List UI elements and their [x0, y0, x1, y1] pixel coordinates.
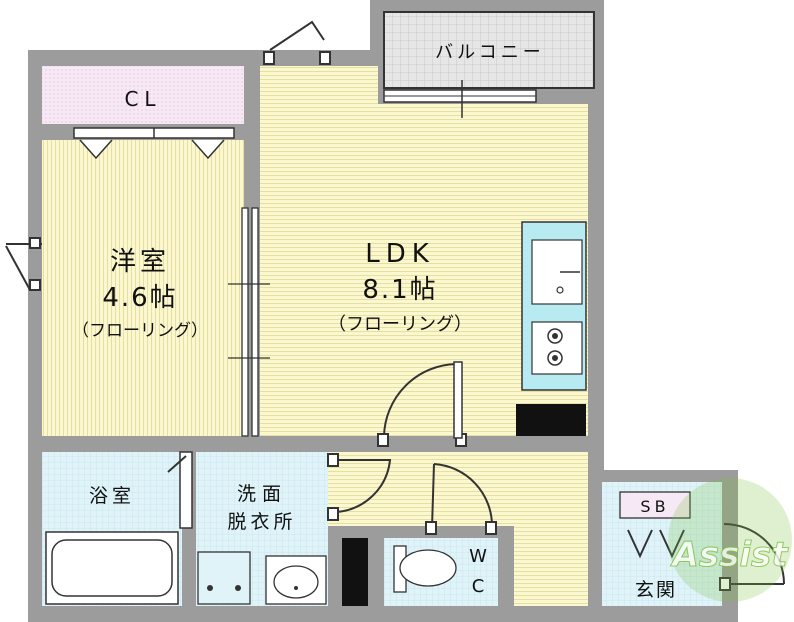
- washroom-door: [327, 453, 392, 521]
- shoebox-label: SB: [640, 497, 669, 516]
- balcony: [383, 11, 595, 89]
- watermark-text: Assist: [670, 535, 790, 575]
- entrance-step: [627, 529, 685, 559]
- wc-door: [425, 463, 497, 535]
- western-window: [5, 237, 42, 291]
- sliding-door: [228, 207, 270, 437]
- ldk-name: LDK: [365, 239, 435, 269]
- bathtub-icon: [45, 531, 179, 605]
- western-room: [42, 140, 244, 436]
- closet-label: CL: [124, 87, 161, 111]
- balcony-window: [383, 80, 537, 118]
- bath-label: 浴室: [89, 485, 135, 507]
- bath-door: [167, 451, 193, 529]
- western-room-size: 4.6帖: [102, 283, 177, 313]
- entrance-label: 玄関: [635, 579, 677, 601]
- corridor: [328, 452, 588, 606]
- kitchen-counter: [521, 221, 587, 391]
- washroom-label-2: 脱衣所: [227, 511, 296, 533]
- ldk-floor: （フローリング）: [328, 314, 472, 335]
- western-room-name: 洋室: [110, 247, 170, 277]
- western-room-floor: （フローリング）: [72, 321, 208, 341]
- stove-icon: [531, 321, 583, 375]
- sink-icon: [531, 239, 583, 305]
- washroom-label-1: 洗面: [237, 483, 287, 505]
- balcony-label: バルコニー: [435, 42, 545, 63]
- watermark-logo: [668, 478, 792, 602]
- wc-label-c: C: [472, 576, 485, 597]
- wc-label-w: W: [469, 546, 487, 567]
- closet: [42, 66, 244, 124]
- entrance-door: [719, 523, 785, 591]
- washer-pan-icon: [197, 551, 251, 605]
- ldk-door: [377, 361, 467, 447]
- washbasin-icon: [265, 555, 327, 605]
- ldk-room: [260, 66, 588, 436]
- toilet-icon: [393, 545, 457, 593]
- shoebox: [619, 491, 691, 519]
- ldk-size: 8.1帖: [362, 275, 437, 305]
- closet-doors: [73, 127, 235, 160]
- ldk-window: [263, 20, 331, 65]
- storage-column: [342, 538, 368, 606]
- fridge-icon: [516, 404, 586, 436]
